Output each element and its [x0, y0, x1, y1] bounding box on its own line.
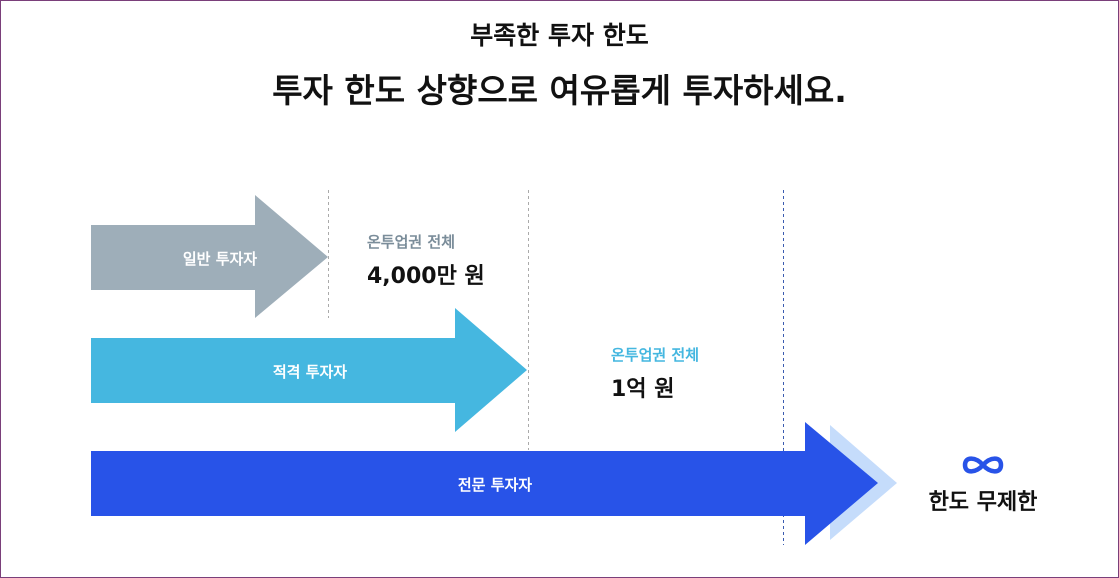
tier-name-qualified: 적격 투자자: [272, 363, 348, 381]
tier-name-pro: 전문 투자자: [457, 476, 533, 494]
subtitle: 부족한 투자 한도: [470, 21, 649, 50]
arrow-qualified: [91, 308, 527, 432]
limit-label-qualified: 온투업권 전체: [611, 346, 700, 364]
arrow-pro: [91, 422, 878, 545]
limit-value-general: 4,000만 원: [367, 264, 485, 289]
limit-value-qualified: 1억 원: [611, 377, 675, 402]
limit-label-general: 온투업권 전체: [367, 233, 456, 251]
arrow-general: [91, 195, 328, 318]
page-title: 투자 한도 상향으로 여유롭게 투자하세요.: [272, 71, 847, 110]
limit-value-pro: 한도 무제한: [928, 490, 1038, 515]
tier-name-general: 일반 투자자: [182, 250, 258, 268]
infinity-icon: [962, 456, 1004, 474]
